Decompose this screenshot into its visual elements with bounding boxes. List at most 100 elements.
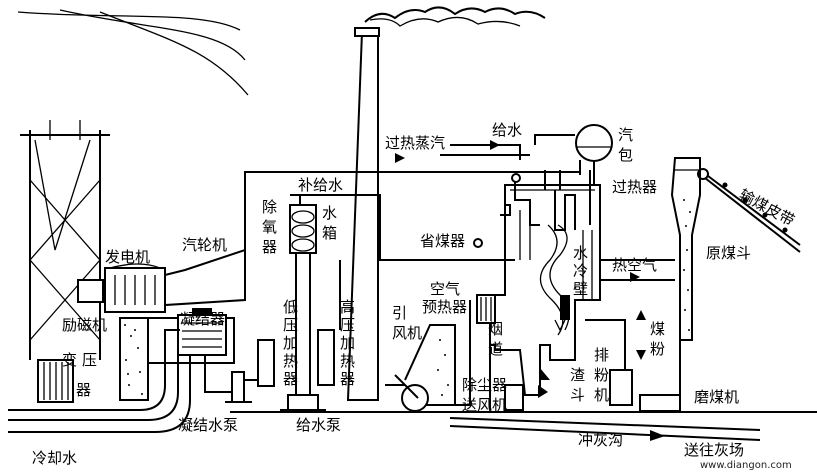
ground xyxy=(230,411,817,441)
label-hot-air: 热空气 xyxy=(612,256,657,274)
label-condenser: 凝结器 xyxy=(180,310,225,328)
label-condensate-pump: 凝结水泵 xyxy=(178,416,238,434)
steam-lines xyxy=(244,134,581,330)
coal-belt xyxy=(697,168,801,253)
label-transformer-2: 压 xyxy=(82,351,97,369)
label-superheater: 过热器 xyxy=(612,178,657,196)
chimney xyxy=(346,6,546,401)
svg-text:器: 器 xyxy=(262,238,277,256)
svg-text:压: 压 xyxy=(283,316,298,334)
cooling-water-pipes xyxy=(8,329,191,433)
label-air-preheater: 空气 预热器 xyxy=(422,280,467,316)
svg-text:引: 引 xyxy=(392,304,407,322)
transmission-tower xyxy=(17,9,249,360)
label-induced-fan: 引 风机 xyxy=(392,304,422,342)
svg-text:汽: 汽 xyxy=(618,126,633,144)
lp-heater xyxy=(244,339,275,387)
svg-text:热: 热 xyxy=(283,352,298,370)
label-forced-fan: 送风机 xyxy=(462,396,507,414)
label-water-wall: 水 冷 壁 xyxy=(573,244,588,298)
label-feed-pump: 给水泵 xyxy=(296,416,341,434)
label-superheated-steam: 过热蒸汽 xyxy=(385,134,445,152)
condensate-pump xyxy=(204,355,252,403)
induced-fan xyxy=(385,324,456,412)
svg-text:排: 排 xyxy=(594,346,609,364)
svg-text:冷: 冷 xyxy=(573,262,588,280)
feed-pump xyxy=(280,394,326,411)
coal-mill xyxy=(639,340,681,412)
label-cooling-water: 冷却水 xyxy=(32,449,77,467)
label-deaerator: 除 氧 器 xyxy=(262,198,277,256)
flue xyxy=(455,300,491,410)
svg-text:预热器: 预热器 xyxy=(422,298,467,316)
label-turbine: 汽轮机 xyxy=(182,236,227,254)
svg-text:压: 压 xyxy=(340,316,355,334)
condenser xyxy=(177,308,227,356)
generator-set xyxy=(77,248,246,313)
labels: 发电机 汽轮机 励磁机 凝结器 变 压 器 冷却水 凝结水泵 给水泵 补给水 除… xyxy=(32,121,798,471)
svg-text:斗: 斗 xyxy=(570,386,585,404)
coal-hopper xyxy=(670,157,701,341)
svg-text:烟: 烟 xyxy=(488,320,503,338)
label-water-tank: 水 箱 xyxy=(322,204,337,242)
svg-text:道: 道 xyxy=(488,340,503,358)
power-line-2 xyxy=(59,9,246,61)
label-exciter: 励磁机 xyxy=(62,316,107,334)
svg-text:水: 水 xyxy=(573,244,588,262)
svg-text:加: 加 xyxy=(340,334,355,352)
label-pulverized-coal: 煤 粉 xyxy=(650,320,665,358)
svg-text:渣: 渣 xyxy=(570,366,585,384)
svg-text:器: 器 xyxy=(340,370,355,388)
label-hp-heater: 高 压 加 热 器 xyxy=(340,298,355,388)
label-economizer: 省煤器 xyxy=(420,232,465,250)
label-dust-collector: 除尘器 xyxy=(462,376,507,394)
economizer xyxy=(473,173,540,248)
power-line-3 xyxy=(99,11,249,96)
label-makeup-water: 补给水 xyxy=(298,176,343,194)
label-to-ash-yard: 送往灰场 xyxy=(684,441,744,459)
label-slag-hopper: 渣 斗 xyxy=(570,366,585,404)
label-generator: 发电机 xyxy=(105,248,150,266)
label-flue: 烟 道 xyxy=(488,320,503,358)
svg-text:壁: 壁 xyxy=(573,280,588,298)
svg-text:水: 水 xyxy=(322,204,337,222)
drum xyxy=(575,124,613,185)
label-transformer-3: 器 xyxy=(76,381,91,399)
hot-air-duct xyxy=(600,259,675,282)
svg-text:高: 高 xyxy=(340,298,355,316)
svg-text:空气: 空气 xyxy=(430,280,460,298)
label-drum: 汽 包 xyxy=(618,126,633,164)
hp-heater xyxy=(317,329,335,386)
label-coal-hopper: 原煤斗 xyxy=(706,244,751,262)
exhauster xyxy=(585,310,646,406)
label-exhauster: 排 粉 机 xyxy=(594,346,609,404)
transformer xyxy=(37,359,74,403)
svg-text:低: 低 xyxy=(283,298,298,316)
label-feed-water: 给水 xyxy=(492,121,522,139)
svg-text:器: 器 xyxy=(283,370,298,388)
label-lp-heater: 低 压 加 热 器 xyxy=(283,298,298,388)
boiler xyxy=(489,170,601,396)
label-coal-mill: 磨煤机 xyxy=(694,388,739,406)
svg-text:氧: 氧 xyxy=(262,218,277,236)
svg-text:风机: 风机 xyxy=(392,324,422,342)
deaerator xyxy=(289,204,317,395)
superheater xyxy=(554,190,576,231)
label-coal-belt: 输煤皮带 xyxy=(736,186,797,230)
label-ash-trench: 冲灰沟 xyxy=(578,431,623,449)
label-transformer-1: 变 xyxy=(62,351,77,369)
svg-text:粉: 粉 xyxy=(594,366,609,384)
dust-collector xyxy=(504,368,550,411)
svg-text:箱: 箱 xyxy=(322,224,337,242)
svg-text:粉: 粉 xyxy=(650,340,665,358)
power-line-1 xyxy=(17,11,241,31)
watermark: www.diangon.com xyxy=(700,460,792,471)
svg-text:煤: 煤 xyxy=(650,320,665,338)
svg-text:除: 除 xyxy=(262,198,277,216)
svg-text:机: 机 xyxy=(594,386,609,404)
svg-text:热: 热 xyxy=(340,352,355,370)
svg-text:包: 包 xyxy=(618,146,633,164)
air-preheater xyxy=(476,294,496,324)
